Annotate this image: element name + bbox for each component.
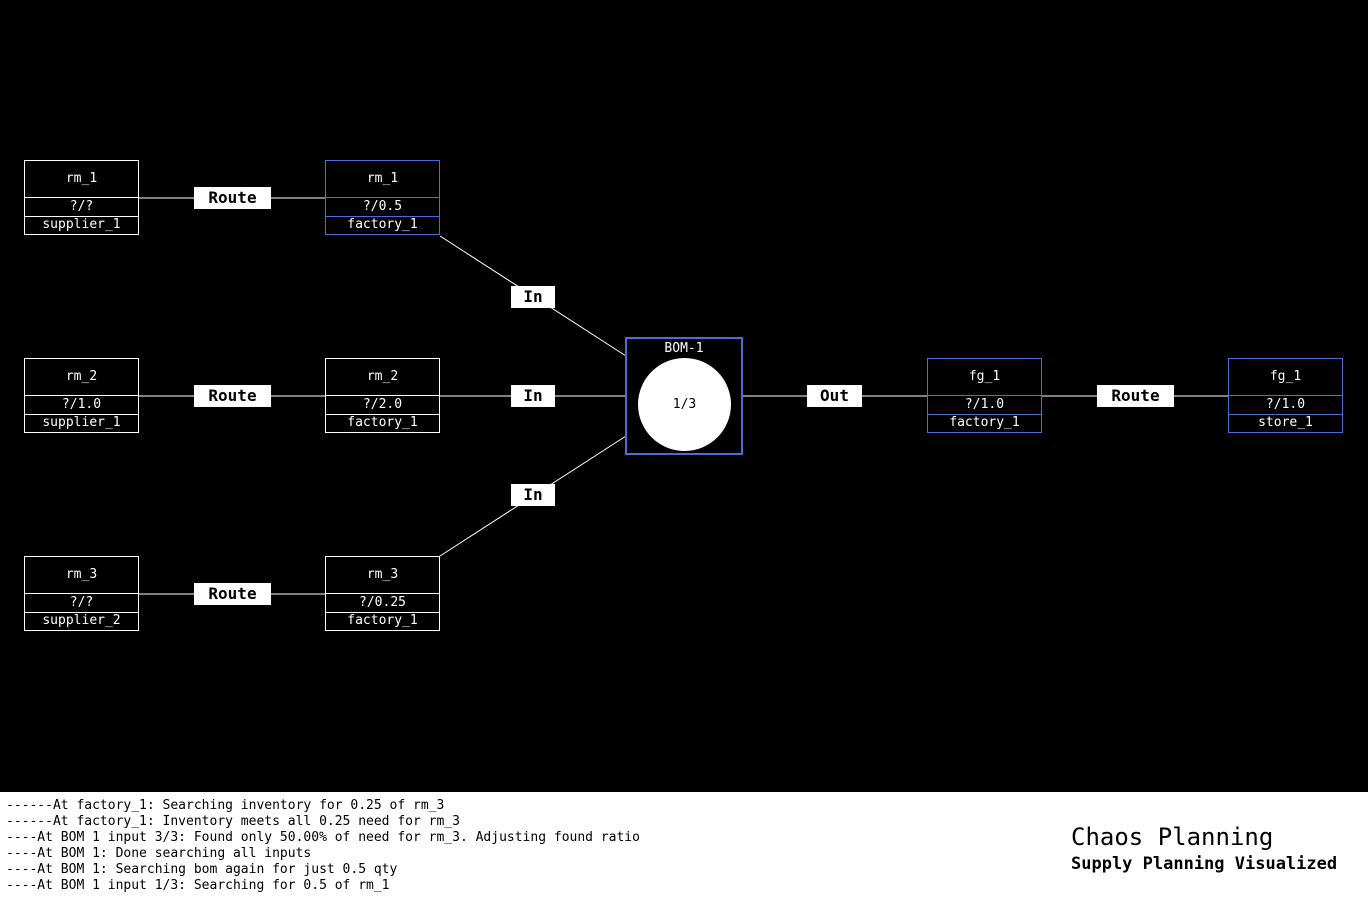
log-line: ----At BOM 1 input 3/3: Found only 50.00…: [6, 830, 640, 845]
node-location: factory_1: [347, 217, 418, 232]
node-location: supplier_1: [42, 217, 121, 232]
node-qty: ?/?: [25, 593, 138, 613]
bom-progress-circle: 1/3: [638, 358, 731, 451]
node-name: rm_3: [25, 557, 138, 594]
node-fg1-factory[interactable]: fg_1 ?/1.0 factory_1: [927, 358, 1042, 433]
node-rm2-factory[interactable]: rm_2 ?/2.0 factory_1: [325, 358, 440, 433]
node-location: factory_1: [347, 613, 418, 628]
node-rm1-supplier[interactable]: rm_1 ?/? supplier_1: [24, 160, 139, 235]
route-label-fg1: Route: [1097, 385, 1174, 407]
brand-title: Chaos Planning: [1071, 823, 1274, 851]
in-label-rm1: In: [511, 286, 555, 308]
footer-panel: ------At factory_1: Searching inventory …: [0, 792, 1368, 912]
bom-name: BOM-1: [664, 341, 704, 356]
node-qty: ?/0.5: [326, 197, 439, 217]
node-qty: ?/1.0: [25, 395, 138, 415]
node-qty: ?/1.0: [928, 395, 1041, 415]
node-rm3-factory[interactable]: rm_3 ?/0.25 factory_1: [325, 556, 440, 631]
node-rm1-factory[interactable]: rm_1 ?/0.5 factory_1: [325, 160, 440, 235]
node-qty: ?/2.0: [326, 395, 439, 415]
log-line: ----At BOM 1: Done searching all inputs: [6, 846, 312, 861]
node-name: rm_2: [25, 359, 138, 396]
node-rm3-supplier[interactable]: rm_3 ?/? supplier_2: [24, 556, 139, 631]
node-rm2-supplier[interactable]: rm_2 ?/1.0 supplier_1: [24, 358, 139, 433]
in-label-rm3: In: [511, 484, 555, 506]
node-name: rm_2: [326, 359, 439, 396]
node-name: rm_1: [326, 161, 439, 198]
node-fg1-store[interactable]: fg_1 ?/1.0 store_1: [1228, 358, 1343, 433]
bom-progress: 1/3: [672, 397, 697, 412]
log-line: ----At BOM 1: Searching bom again for ju…: [6, 862, 398, 877]
out-label-fg1: Out: [807, 385, 862, 407]
node-qty: ?/1.0: [1229, 395, 1342, 415]
node-location: supplier_1: [42, 415, 121, 430]
log-line: ------At factory_1: Searching inventory …: [6, 798, 445, 813]
route-label-rm1: Route: [194, 187, 271, 209]
route-label-rm3: Route: [194, 583, 271, 605]
log-line: ----At BOM 1 input 1/3: Searching for 0.…: [6, 878, 390, 893]
route-label-rm2: Route: [194, 385, 271, 407]
node-name: rm_3: [326, 557, 439, 594]
node-location: factory_1: [949, 415, 1020, 430]
log-panel: ------At factory_1: Searching inventory …: [6, 798, 640, 894]
log-line: ------At factory_1: Inventory meets all …: [6, 814, 460, 829]
node-location: supplier_2: [42, 613, 121, 628]
node-location: factory_1: [347, 415, 418, 430]
brand-subtitle: Supply Planning Visualized: [1071, 854, 1338, 874]
node-qty: ?/?: [25, 197, 138, 217]
node-location: store_1: [1258, 415, 1313, 430]
diagram-canvas: rm_1 ?/? supplier_1 rm_1 ?/0.5 factory_1…: [24, 160, 1343, 631]
node-name: fg_1: [1229, 359, 1342, 396]
node-name: fg_1: [928, 359, 1041, 396]
node-qty: ?/0.25: [326, 593, 439, 613]
node-name: rm_1: [25, 161, 138, 198]
in-label-rm2: In: [511, 385, 555, 407]
bom-node[interactable]: BOM-1 1/3: [625, 337, 743, 455]
